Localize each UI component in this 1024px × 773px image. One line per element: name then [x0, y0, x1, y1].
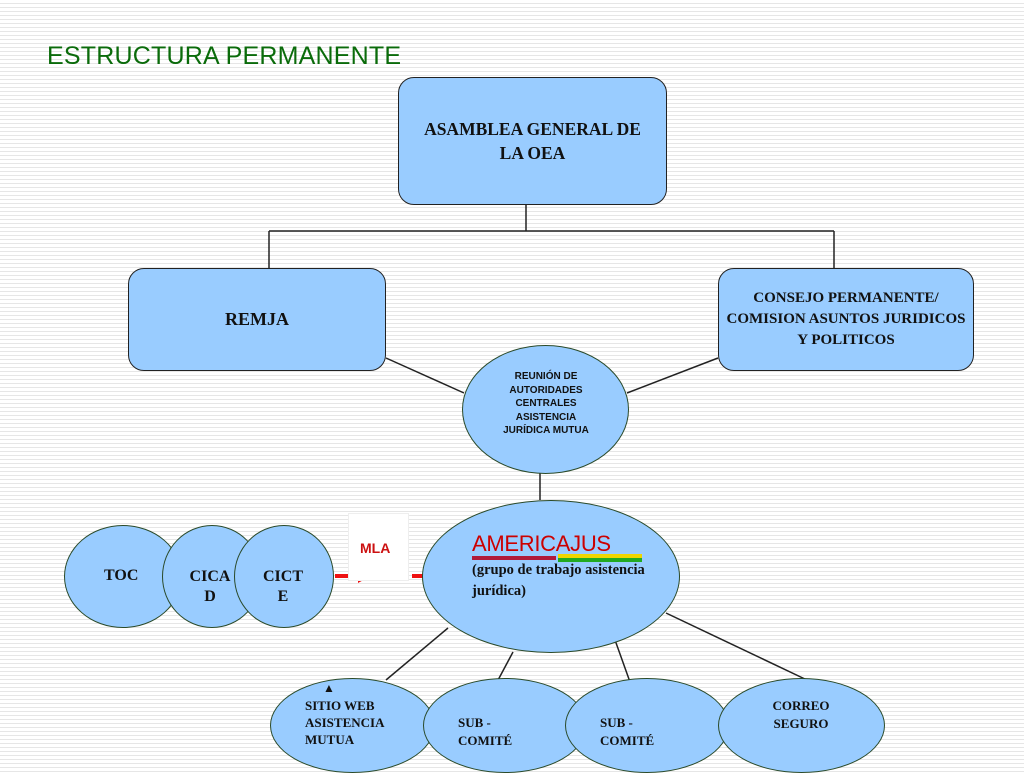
- americajus-ellipse: [422, 500, 680, 653]
- cicad-label: CICA D: [189, 568, 231, 605]
- americajus-underline-red: [472, 556, 556, 560]
- americajus-subtitle: (grupo de trabajo asistencia jurídica): [472, 562, 645, 599]
- consejo-permanente-label: CONSEJO PERMANENTE/ COMISION ASUNTOS JUR…: [726, 290, 966, 348]
- americajus-underline-yellow: [558, 554, 642, 558]
- asamblea-general-box: ASAMBLEA GENERAL DE LA OEA: [398, 77, 667, 205]
- sitio-web-label: SITIO WEB ASISTENCIA MUTUA: [305, 698, 384, 747]
- correo-seguro-ellipse: [718, 678, 885, 773]
- page-title: ESTRUCTURA PERMANENTE: [47, 42, 402, 70]
- subcomite-1-label: SUB - COMITÉ: [458, 715, 513, 748]
- subcomite-1-ellipse: [423, 678, 587, 773]
- correo-seguro-label: CORREO SEGURO: [772, 698, 830, 731]
- americajus-underline-green: [558, 558, 642, 562]
- cicte-label: CICT E: [262, 568, 303, 605]
- remja-box: REMJA: [128, 268, 386, 371]
- remja-label: REMJA: [225, 309, 289, 329]
- americajus-title: AMERICAJUS: [472, 531, 611, 556]
- toc-label: TOC: [104, 567, 139, 584]
- triangle-up-icon: ▲: [323, 681, 335, 695]
- cicte-circle: [234, 525, 334, 628]
- mla-label: MLA: [360, 540, 391, 556]
- mla-badge: [348, 513, 409, 581]
- reunion-autoridades-label: REUNIÓN DE AUTORIDADES CENTRALES ASISTEN…: [503, 371, 589, 436]
- subcomite-2-label: SUB - COMITÉ: [600, 715, 655, 748]
- sitio-web-ellipse: [270, 678, 435, 773]
- asamblea-general-label: ASAMBLEA GENERAL DE LA OEA: [424, 119, 641, 163]
- consejo-permanente-box: CONSEJO PERMANENTE/ COMISION ASUNTOS JUR…: [718, 268, 974, 371]
- reunion-autoridades-ellipse: [462, 345, 629, 474]
- subcomite-2-ellipse: [565, 678, 729, 773]
